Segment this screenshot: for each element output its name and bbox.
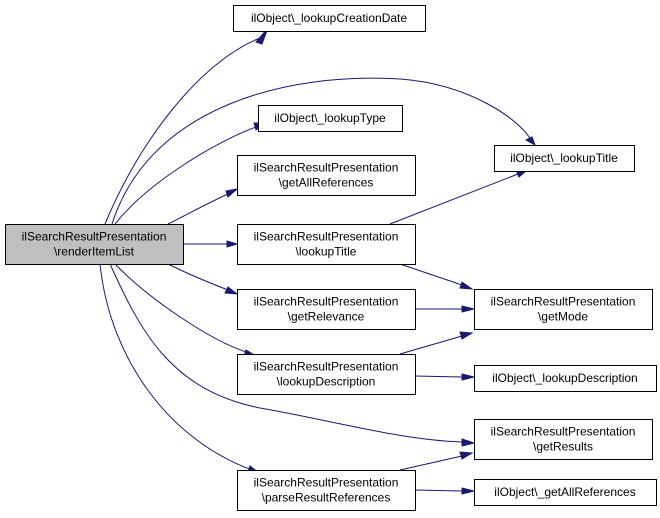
- root-node-root[interactable]: ilSearchResultPresentation\renderItemLis…: [5, 224, 184, 265]
- arrowhead-icon: [459, 281, 474, 290]
- node-box: [258, 105, 403, 132]
- edge-parseResultReferences-to-getResults: [399, 451, 474, 471]
- node-label-line1: ilObject\_lookupTitle: [510, 151, 618, 165]
- node-box: [474, 419, 653, 460]
- edges-layer: [99, 27, 536, 495]
- arrowhead-icon: [459, 451, 474, 460]
- edge-line: [114, 126, 257, 225]
- node-label-line2: \renderItemList: [54, 245, 135, 259]
- arrowhead-icon: [226, 240, 239, 248]
- node-getAllReferencesObj[interactable]: ilObject\_getAllReferences: [474, 479, 657, 506]
- node-box: [237, 224, 416, 265]
- node-box: [494, 145, 635, 172]
- node-label-line2: \getResults: [533, 440, 593, 454]
- edge-root-to-parseResultReferences: [99, 263, 262, 475]
- edge-root-to-lookupTitle: [183, 240, 239, 248]
- arrowhead-icon: [461, 305, 475, 313]
- edge-line: [399, 335, 463, 355]
- edge-line: [399, 455, 463, 471]
- node-label-line1: ilObject\_getAllReferences: [494, 485, 635, 499]
- node-getAllReferences[interactable]: ilSearchResultPresentation\getAllReferen…: [237, 155, 416, 196]
- node-lookupDescriptionObj[interactable]: ilObject\_lookupDescription: [474, 365, 657, 392]
- node-label-line1: ilSearchResultPresentation: [254, 295, 399, 309]
- node-lookupType[interactable]: ilObject\_lookupType: [258, 105, 403, 132]
- node-box: [237, 354, 416, 395]
- node-lookupCreationDate[interactable]: ilObject\_lookupCreationDate: [233, 5, 426, 32]
- node-box: [237, 289, 416, 330]
- edge-line: [414, 489, 463, 492]
- edge-line: [414, 375, 463, 378]
- node-label-line1: ilSearchResultPresentation: [254, 476, 399, 490]
- node-label-line1: ilSearchResultPresentation: [254, 230, 399, 244]
- edge-lookupDescription-to-lookupDescriptionObj: [414, 373, 475, 381]
- node-box: [474, 289, 653, 330]
- node-label-line1: ilSearchResultPresentation: [22, 230, 167, 244]
- node-box: [474, 479, 657, 506]
- arrowhead-icon: [224, 286, 239, 295]
- nodes-layer: ilSearchResultPresentation\renderItemLis…: [5, 5, 657, 511]
- arrowhead-icon: [461, 373, 475, 381]
- edge-root-to-getRelevance: [167, 263, 239, 295]
- edge-getRelevance-to-getMode: [415, 305, 475, 313]
- node-getMode[interactable]: ilSearchResultPresentation\getMode: [474, 289, 653, 330]
- node-parseResultReferences[interactable]: ilSearchResultPresentation\parseResultRe…: [237, 470, 416, 511]
- edge-root-to-getResults: [109, 263, 476, 447]
- node-label-line1: ilObject\_lookupCreationDate: [251, 11, 407, 25]
- node-box: [237, 470, 416, 511]
- edge-line: [111, 77, 532, 225]
- edge-root-to-lookupDescription: [114, 263, 258, 357]
- node-label-line2: \getAllReferences: [279, 176, 374, 190]
- edge-line: [399, 263, 463, 286]
- node-lookupDescription[interactable]: ilSearchResultPresentation\lookupDescrip…: [237, 354, 416, 395]
- node-box: [474, 365, 657, 392]
- node-label-line1: ilSearchResultPresentation: [254, 360, 399, 374]
- edge-line: [99, 263, 253, 471]
- node-label-line1: ilObject\_lookupDescription: [492, 371, 637, 385]
- node-label-line1: ilSearchResultPresentation: [491, 425, 636, 439]
- arrowhead-icon: [225, 188, 239, 198]
- node-getRelevance[interactable]: ilSearchResultPresentation\getRelevance: [237, 289, 416, 330]
- arrowhead-icon: [524, 136, 536, 147]
- edge-parseResultReferences-to-getAllReferencesObj: [414, 487, 475, 495]
- edge-line: [114, 263, 247, 353]
- node-label-line1: ilObject\_lookupType: [274, 111, 386, 125]
- node-label-line1: ilSearchResultPresentation: [254, 161, 399, 175]
- edge-line: [167, 193, 229, 225]
- edge-line: [167, 263, 229, 291]
- node-box: [5, 224, 184, 265]
- node-label-line2: \lookupDescription: [277, 375, 376, 389]
- node-getResults[interactable]: ilSearchResultPresentation\getResults: [474, 419, 653, 460]
- arrowhead-icon: [461, 438, 476, 447]
- node-label-line2: \getMode: [538, 310, 588, 324]
- node-label-line2: \parseResultReferences: [262, 491, 391, 505]
- edge-line: [389, 173, 519, 225]
- node-lookupTitleObj[interactable]: ilObject\_lookupTitle: [494, 145, 635, 172]
- node-box: [237, 155, 416, 196]
- node-label-line1: ilSearchResultPresentation: [491, 295, 636, 309]
- edge-line: [109, 263, 463, 443]
- edge-lookupDescription-to-getMode: [399, 331, 474, 355]
- node-lookupTitle[interactable]: ilSearchResultPresentation\lookupTitle: [237, 224, 416, 265]
- node-label-line2: \lookupTitle: [296, 245, 357, 259]
- edge-root-to-getAllReferences: [167, 188, 239, 225]
- edge-line: [104, 37, 261, 225]
- arrowhead-icon: [459, 331, 474, 340]
- node-box: [233, 5, 426, 32]
- node-label-line2: \getRelevance: [288, 310, 365, 324]
- arrowhead-icon: [461, 487, 475, 495]
- edge-lookupTitle-to-getMode: [399, 263, 474, 290]
- edge-root-to-lookupTitleObj: [111, 77, 536, 225]
